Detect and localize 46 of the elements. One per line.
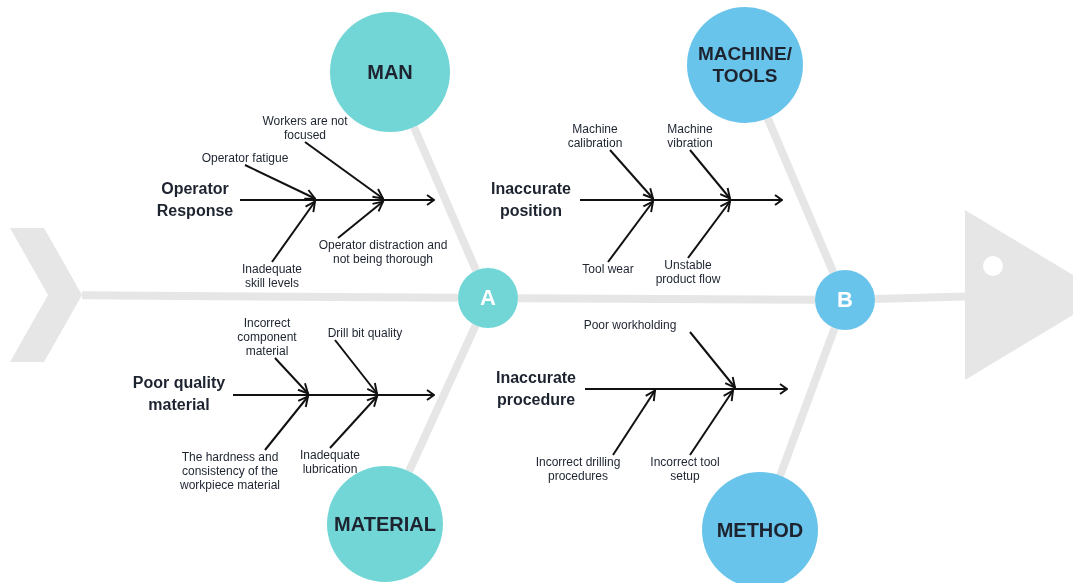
arrow [612, 389, 656, 456]
cause-label: Unstable product flow [643, 258, 733, 286]
branch-heading: Operator Response [155, 179, 235, 221]
cause-label: Tool wear [576, 262, 640, 276]
fish-bone-line [81, 291, 459, 302]
fish-bone-line [874, 292, 966, 304]
arrow [329, 395, 378, 449]
fish-head-shape [965, 210, 1073, 380]
arrow [609, 149, 654, 200]
cause-label: Machine vibration [650, 122, 730, 150]
arrow [689, 331, 736, 389]
cause-label: Workers are not focused [255, 114, 355, 142]
arrow [274, 357, 309, 395]
junction-circle: B [815, 270, 875, 330]
arrow [689, 149, 731, 200]
category-circle: MACHINE/ TOOLS [687, 7, 803, 123]
cause-label: Machine calibration [550, 122, 640, 150]
arrow [304, 141, 384, 200]
fish-bone-line [410, 125, 480, 273]
fish-bone-line [764, 116, 837, 274]
cause-label: Inadequate skill levels [232, 262, 312, 290]
arrow [689, 389, 734, 456]
cause-label: The hardness and consistency of the workpiece material [175, 450, 285, 492]
arrow [244, 164, 316, 200]
branch-heading: Poor quality material [131, 373, 227, 415]
fish-tail-shape [10, 228, 82, 362]
branch-heading: Inaccurate position [489, 179, 572, 221]
arrow [337, 200, 384, 239]
cause-label: Poor workholding [570, 318, 690, 332]
junction-circle: A [458, 268, 518, 328]
cause-label: Incorrect drilling procedures [523, 455, 633, 483]
arrow [271, 200, 316, 263]
branch-heading: Inaccurate procedure [494, 368, 577, 410]
arrow [264, 395, 309, 451]
arrow [687, 200, 731, 259]
fish-bone-line [405, 323, 480, 473]
arrow [334, 339, 378, 395]
cause-label: Incorrect component material [222, 316, 312, 358]
cause-label: Inadequate lubrication [290, 448, 370, 476]
arrow [607, 200, 654, 263]
fish-bone-line [776, 326, 839, 477]
cause-label: Operator fatigue [190, 151, 300, 165]
cause-label: Drill bit quality [315, 326, 415, 340]
cause-label: Operator distraction and not being thorough [318, 238, 448, 266]
category-circle: METHOD [702, 472, 818, 583]
fish-bone-line [517, 294, 816, 304]
